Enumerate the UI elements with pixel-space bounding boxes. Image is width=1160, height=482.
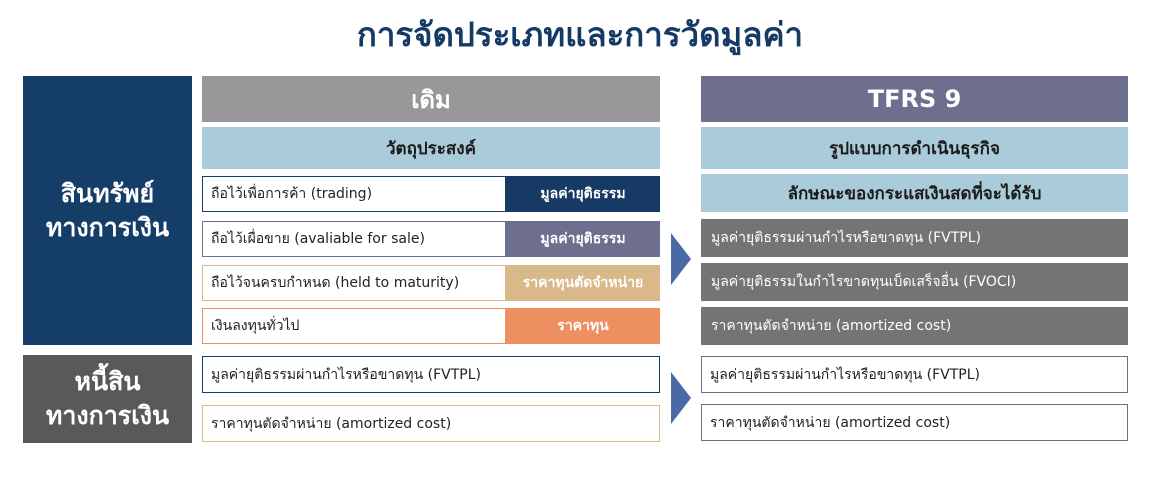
old-liability-row-amortized: ราคาทุนตัดจำหน่าย (amortized cost) [202,405,660,442]
old-row-trading-label: ถือไว้เพื่อการค้า (trading) [202,176,506,212]
financial-liabilities-line-2: ทางการเงิน [45,401,170,430]
tfrs9-liability-row-amortized: ราคาทุนตัดจำหน่าย (amortized cost) [701,404,1128,441]
old-objective-subheader: วัตถุประสงค์ [202,127,660,169]
old-liability-row-fvtpl: มูลค่ายุติธรรมผ่านกำไรหรือขาดทุน (FVTPL) [202,356,660,393]
tfrs9-header: TFRS 9 [701,76,1128,122]
tfrs9-cashflow-subheader: ลักษณะของกระแสเงินสดที่จะได้รับ [701,174,1128,212]
old-standard-header: เดิม [202,76,660,122]
financial-assets-line-2: ทางการเงิน [45,212,170,242]
arrow-right-icon [671,372,691,424]
financial-assets-line-1: สินทรัพย์ [60,178,155,208]
old-row-afs-value: มูลค่ายุติธรรม [506,221,660,257]
old-row-general-value: ราคาทุน [506,308,660,344]
old-row-afs-label: ถือไว้เผื่อขาย (avaliable for sale) [202,221,506,257]
tfrs9-business-model-subheader: รูปแบบการดำเนินธุรกิจ [701,127,1128,169]
tfrs9-liability-row-fvtpl: มูลค่ายุติธรรมผ่านกำไรหรือขาดทุน (FVTPL) [701,356,1128,393]
old-row-trading-value: มูลค่ายุติธรรม [506,176,660,212]
financial-liabilities-label: หนี้สิน ทางการเงิน [23,355,192,443]
tfrs9-asset-row-amortized: ราคาทุนตัดจำหน่าย (amortized cost) [701,307,1128,345]
page-title: การจัดประเภทและการวัดมูลค่า [356,15,804,54]
financial-liabilities-line-1: หนี้สิน [74,367,141,396]
tfrs9-asset-row-fvoci: มูลค่ายุติธรรมในกำไรขาดทุนเบ็ดเสร็จอื่น … [701,263,1128,301]
arrow-right-icon [671,233,691,285]
tfrs9-asset-row-fvtpl: มูลค่ายุติธรรมผ่านกำไรหรือขาดทุน (FVTPL) [701,219,1128,257]
old-row-htm-value: ราคาทุนตัดจำหน่าย [506,265,660,301]
financial-assets-label: สินทรัพย์ ทางการเงิน [23,76,192,345]
old-row-htm-label: ถือไว้จนครบกำหนด (held to maturity) [202,265,506,301]
old-row-general-label: เงินลงทุนทั่วไป [202,308,506,344]
